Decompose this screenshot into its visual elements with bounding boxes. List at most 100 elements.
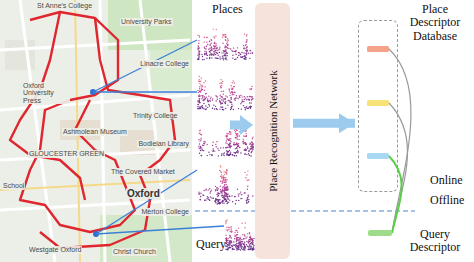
cloud-point [232,82,233,83]
point-clouds [197,28,254,250]
cloud-point [230,151,231,152]
cloud-point [198,57,199,58]
cloud-point [231,226,232,227]
cloud-point [202,85,203,86]
cloud-point [221,58,222,59]
cloud-point [205,53,206,54]
cloud-point [245,148,246,149]
cloud-point [199,143,200,144]
cloud-point [197,47,198,48]
cloud-point [234,155,235,156]
cloud-point [208,152,209,153]
cloud-point [249,243,250,244]
cloud-point [225,199,226,200]
cloud-point [240,238,241,239]
cloud-point [226,241,227,242]
cloud-point [230,143,231,144]
cloud-point [222,181,223,182]
cloud-point [246,53,247,54]
cloud-point [200,147,201,148]
cloud-point [245,53,246,54]
cloud-point [226,169,227,170]
cloud-point [203,143,204,144]
cloud-point [244,246,245,247]
cloud-point [248,179,249,180]
cloud-point [198,102,199,103]
cloud-point [200,134,201,135]
cloud-point [209,54,210,55]
cloud-point [234,82,235,83]
cloud-point [246,154,247,155]
cloud-point [240,103,241,104]
cloud-point [252,146,253,147]
cloud-point [225,53,226,54]
cloud-point [243,248,244,249]
node-text: Place Descriptor Database [403,3,467,43]
mode-label: Offline [430,194,464,207]
cloud-point [218,195,219,196]
cloud-point [226,227,227,228]
cloud-point [247,202,248,203]
cloud-point [239,243,240,244]
cloud-point [240,198,241,199]
cloud-point [223,202,224,203]
cloud-point [227,245,228,246]
cloud-point [199,35,200,36]
cloud-point [252,149,253,150]
cloud-point [222,153,223,154]
cloud-point [238,143,239,144]
cloud-point [237,133,238,134]
cloud-point [213,48,214,49]
cloud-point [236,148,237,149]
cloud-point [223,179,224,180]
cloud-point [246,244,247,245]
cloud-point [227,147,228,148]
cloud-point [222,200,223,201]
cloud-point [244,153,245,154]
map-label: Oxford University Press [22,82,70,104]
cloud-point [220,87,221,88]
cloud-point [207,196,208,197]
cloud-point [245,59,246,60]
cloud-point [225,184,226,185]
node-text: Query Descriptor [400,228,470,254]
cloud-point [250,146,251,147]
cloud-point [234,244,235,245]
cloud-point [225,223,226,224]
cloud-point [239,246,240,247]
cloud-point [245,57,246,58]
cloud-point [215,186,216,187]
cloud-point [223,52,224,53]
cloud-point [235,230,236,231]
cloud-point [251,151,252,152]
cloud-point [223,91,224,92]
cloud-point [220,87,221,88]
cloud-point [232,248,233,249]
cloud-point [250,242,251,243]
cloud-point [221,195,222,196]
cloud-point [210,196,211,197]
cloud-point [212,145,213,146]
cloud-point [233,144,234,145]
cloud-point [237,136,238,137]
map-label: School [2,182,25,190]
cloud-point [229,134,230,135]
cloud-point [246,180,247,181]
cloud-point [198,56,199,57]
online-offline-divider [195,210,415,211]
cloud-point [252,244,253,245]
cloud-point [239,242,240,243]
cloud-point [238,248,239,249]
cloud-point [225,95,226,96]
cloud-point [233,80,234,81]
cloud-point [246,51,247,52]
cloud-point [252,243,253,244]
cloud-point [225,188,226,189]
cloud-point [214,43,215,44]
cloud-point [218,199,219,200]
cloud-point [244,55,245,56]
cloud-point [215,202,216,203]
cloud-point [233,109,234,110]
cloud-point [225,37,226,38]
cloud-point [232,89,233,90]
